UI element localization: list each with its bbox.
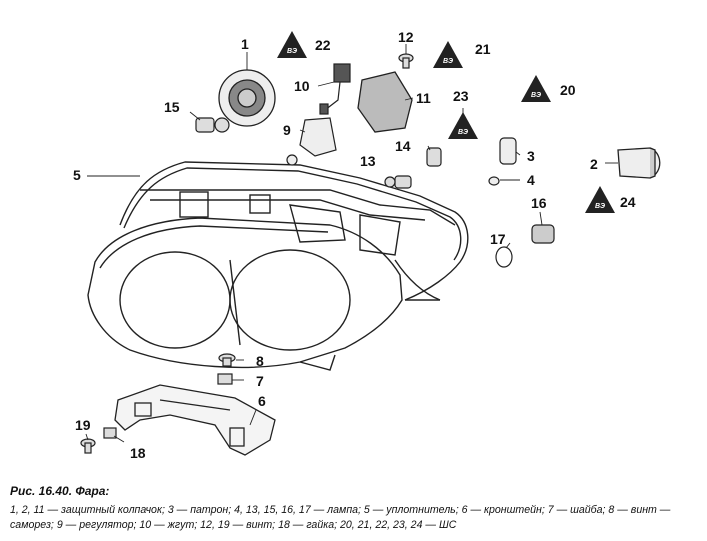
callout-24: 24	[620, 194, 636, 210]
protective-cap-11	[357, 71, 413, 133]
leader-lines	[85, 44, 618, 443]
callout-2: 2	[590, 156, 598, 172]
svg-text:ВЭ: ВЭ	[595, 203, 605, 210]
figure-caption: Рис. 16.40. Фара: 1, 2, 11 — защитный ко…	[10, 484, 700, 533]
callout-14: 14	[395, 138, 411, 154]
screw-19	[80, 438, 96, 454]
warning-triangle-24: ВЭ	[585, 186, 615, 213]
protective-cap-1	[218, 69, 276, 127]
svg-text:ВЭ: ВЭ	[443, 58, 453, 65]
callout-4: 4	[527, 172, 535, 188]
protective-cap-2	[617, 147, 661, 179]
callout-3: 3	[527, 148, 535, 164]
lamp-14	[426, 147, 442, 167]
warning-triangle-22: ВЭ	[277, 31, 307, 58]
callout-23: 23	[453, 88, 469, 104]
bracket	[114, 384, 276, 456]
svg-text:ВЭ: ВЭ	[531, 92, 541, 99]
svg-text:ВЭ: ВЭ	[458, 129, 468, 136]
warning-triangle-21: ВЭ	[433, 41, 463, 68]
callout-19: 19	[75, 417, 91, 433]
washer-7	[217, 373, 233, 385]
headlight-housing	[87, 161, 469, 371]
svg-text:ВЭ: ВЭ	[287, 48, 297, 55]
nut-18	[103, 427, 117, 439]
warning-triangle-20: ВЭ	[521, 75, 551, 102]
lamp-13	[384, 175, 412, 189]
socket-3	[499, 137, 517, 165]
callout-9: 9	[283, 122, 291, 138]
caption-title: Рис. 16.40. Фара:	[10, 484, 110, 498]
lamp-4	[488, 176, 500, 186]
callout-15: 15	[164, 99, 180, 115]
lamp-15	[195, 117, 230, 133]
callout-11: 11	[416, 90, 431, 106]
callout-6: 6	[258, 393, 266, 409]
harness-10	[319, 63, 351, 115]
callout-13: 13	[360, 153, 376, 169]
warning-triangle-23: ВЭ	[448, 112, 478, 139]
callout-5: 5	[73, 167, 81, 183]
lamp-16	[531, 224, 555, 244]
callout-1: 1	[241, 36, 249, 52]
caption-legend: 1, 2, 11 — защитный колпачок; 3 — патрон…	[10, 504, 671, 531]
callout-18: 18	[130, 445, 146, 461]
callout-21: 21	[475, 41, 491, 57]
callout-12: 12	[398, 29, 414, 45]
callout-20: 20	[560, 82, 576, 98]
lamp-17	[495, 246, 513, 268]
callout-16: 16	[531, 195, 547, 211]
screw-12	[398, 53, 414, 69]
callout-7: 7	[256, 373, 264, 389]
screw-8	[218, 353, 236, 367]
regulator-9	[286, 117, 337, 166]
callout-10: 10	[294, 78, 310, 94]
callout-22: 22	[315, 37, 331, 53]
callout-8: 8	[256, 353, 264, 369]
callout-17: 17	[490, 231, 506, 247]
callout-labels: 1 2 3 4 5 6 7 8 9 10 11 12 13 14 15 16 1…	[73, 29, 636, 461]
